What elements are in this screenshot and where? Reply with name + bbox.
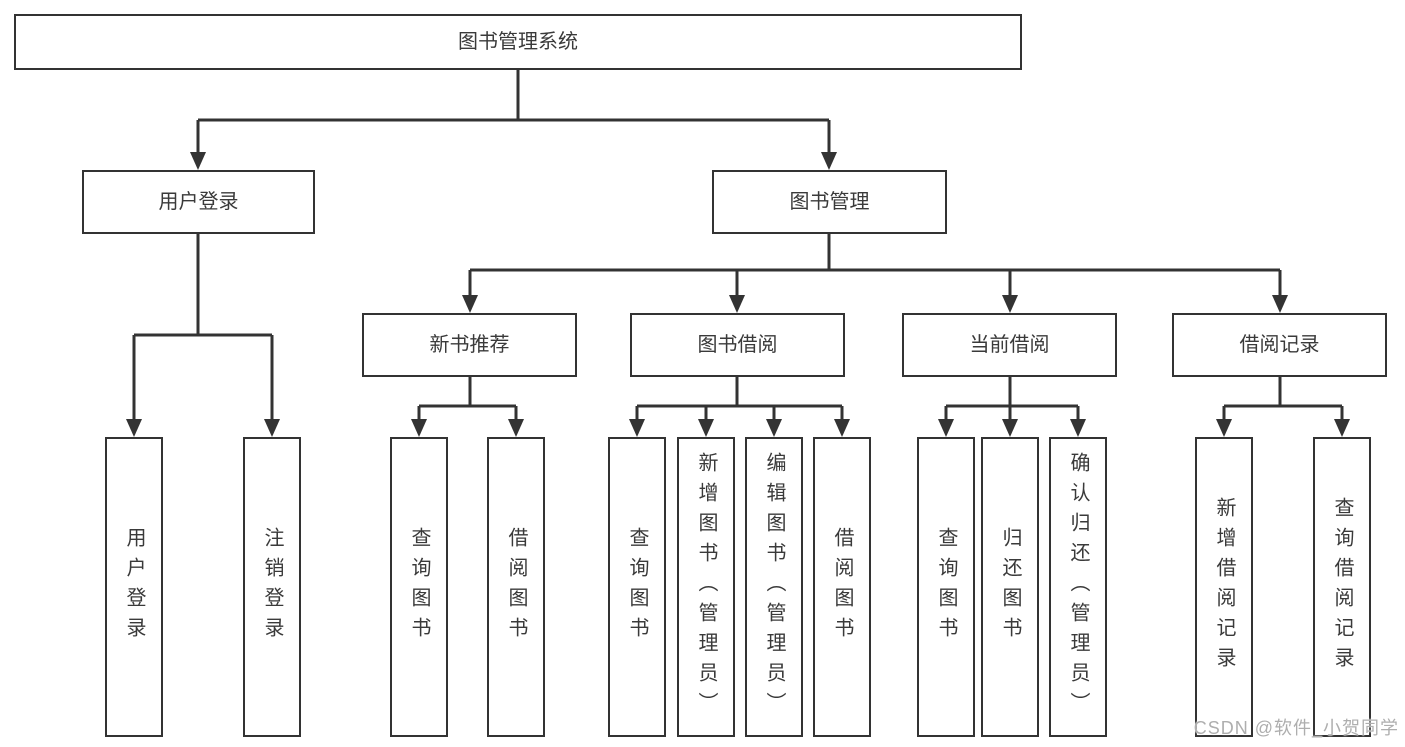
node-leaf-query-borrow-record: 查询借阅记录 — [1313, 437, 1371, 737]
node-leaf-confirm-return-admin: 确认归还（管理员） — [1049, 437, 1107, 737]
node-new-book-recommend: 新书推荐 — [362, 313, 577, 377]
node-leaf-return-books: 归还图书 — [981, 437, 1039, 737]
node-borrow-records: 借阅记录 — [1172, 313, 1387, 377]
node-leaf-borrow-books: 借阅图书 — [813, 437, 871, 737]
node-leaf-rec-query-books: 查询图书 — [390, 437, 448, 737]
node-leaf-rec-borrow-books: 借阅图书 — [487, 437, 545, 737]
node-leaf-logout: 注销登录 — [243, 437, 301, 737]
node-root-book-management-system: 图书管理系统 — [14, 14, 1022, 70]
node-user-login: 用户登录 — [82, 170, 315, 234]
node-book-management: 图书管理 — [712, 170, 947, 234]
csdn-watermark: CSDN @软件_小贺同学 — [1193, 718, 1399, 738]
node-leaf-add-books-admin: 新增图书（管理员） — [677, 437, 735, 737]
node-leaf-user-login: 用户登录 — [105, 437, 163, 737]
node-leaf-edit-books-admin: 编辑图书（管理员） — [745, 437, 803, 737]
node-leaf-add-borrow-record: 新增借阅记录 — [1195, 437, 1253, 737]
node-current-borrow: 当前借阅 — [902, 313, 1117, 377]
node-leaf-current-query-books: 查询图书 — [917, 437, 975, 737]
node-book-borrow: 图书借阅 — [630, 313, 845, 377]
node-leaf-borrow-query-books: 查询图书 — [608, 437, 666, 737]
